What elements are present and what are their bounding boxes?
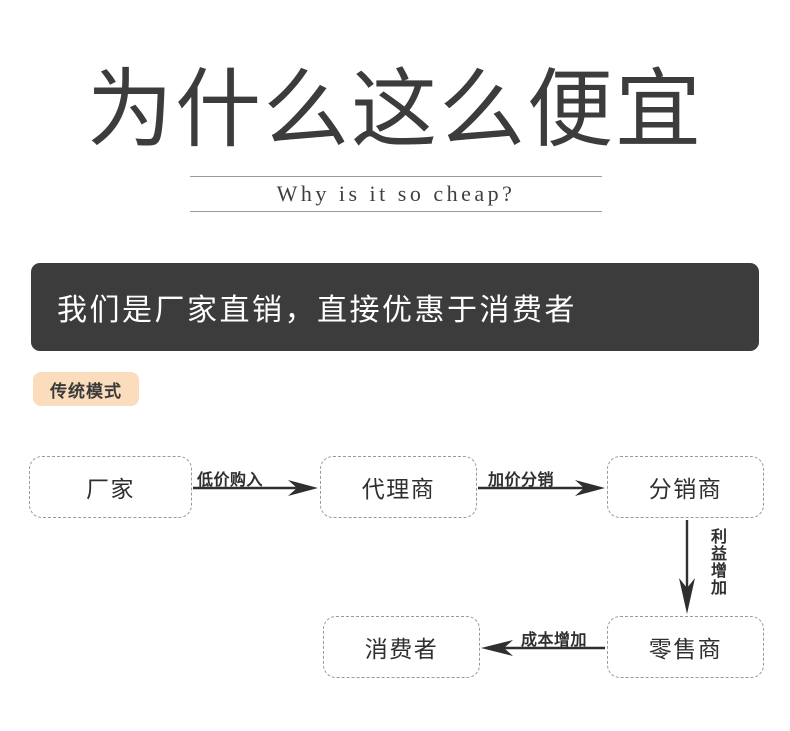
flow-node-distributor: 分销商 (607, 456, 764, 518)
flow-node-agent: 代理商 (320, 456, 477, 518)
section-tag-traditional-mode: 传统模式 (33, 372, 139, 406)
subtitle-rule-top (190, 176, 602, 177)
highlight-banner: 我们是厂家直销，直接优惠于消费者 (31, 263, 759, 351)
traditional-mode-flow-diagram: 厂家 代理商 分销商 零售商 消费者 低价购入 加价分销 利益增加 成本增加 (0, 430, 790, 700)
highlight-banner-text: 我们是厂家直销，直接优惠于消费者 (57, 294, 577, 327)
flow-node-retailer-label: 零售商 (648, 637, 723, 662)
arrow-benefit (679, 520, 695, 614)
flow-node-manufacturer-label: 厂家 (86, 477, 135, 502)
flow-edge-label-benefit: 利益增加 (708, 528, 725, 596)
flow-node-distributor-label: 分销商 (648, 477, 723, 502)
page-title: 为什么这么便宜 (87, 62, 703, 158)
page-subtitle: Why is it so cheap? (276, 181, 516, 206)
page-header: 为什么这么便宜 Why is it so cheap? (0, 0, 790, 240)
flow-node-retailer: 零售商 (607, 616, 764, 678)
flow-edge-label-cost: 成本增加 (521, 632, 588, 649)
subtitle-block: Why is it so cheap? (190, 176, 602, 212)
flow-node-consumer: 消费者 (323, 616, 480, 678)
flow-node-manufacturer: 厂家 (29, 456, 192, 518)
subtitle-rule-bottom (190, 211, 602, 212)
flow-edge-label-low-price: 低价购入 (197, 472, 264, 489)
flow-node-agent-label: 代理商 (361, 477, 436, 502)
flow-node-consumer-label: 消费者 (364, 637, 439, 662)
section-tag-label: 传统模式 (50, 381, 122, 401)
flow-edge-label-markup: 加价分销 (488, 472, 555, 489)
